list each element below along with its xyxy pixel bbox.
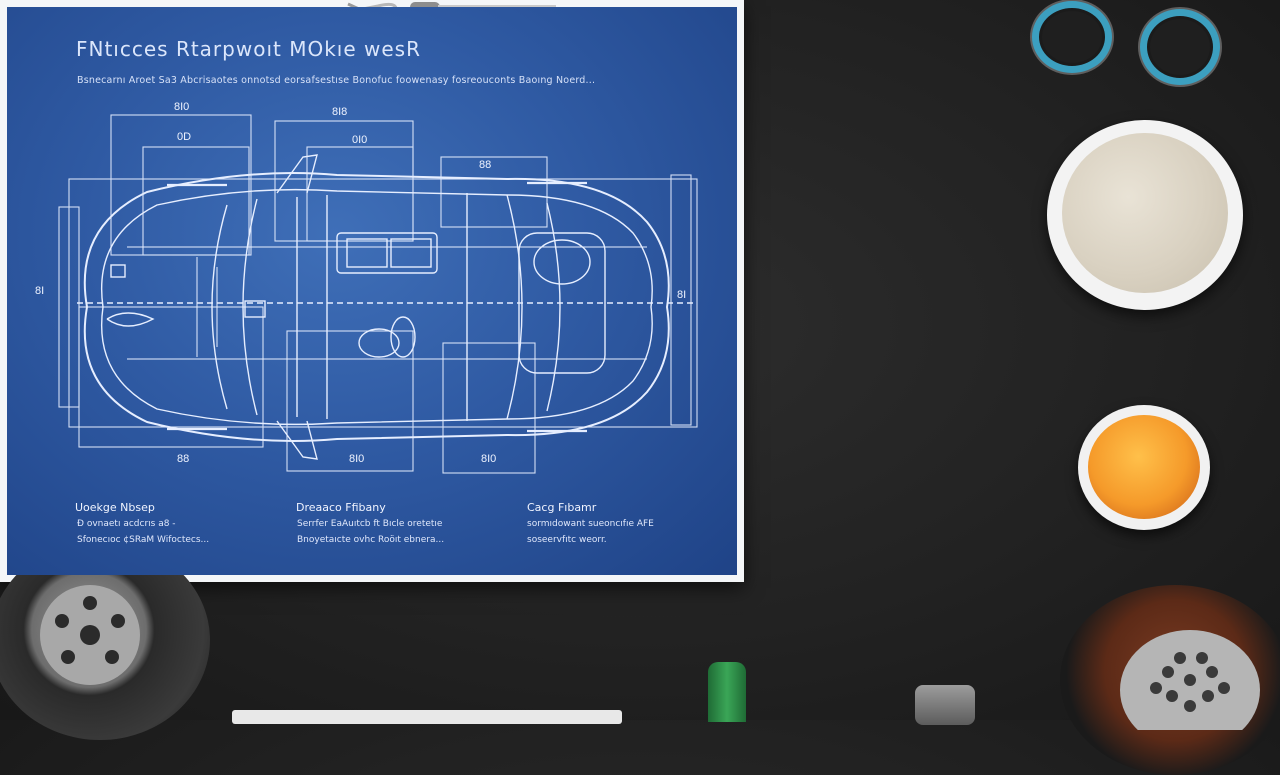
filter-cap-icon [1120,630,1260,730]
dimension-label: 8I8 [332,106,348,118]
dimension-label: 8I [677,289,687,301]
o-ring-left-icon [1032,1,1112,73]
note-line: Sfonecıoc ¢SRaM Wifoctecs... [77,535,210,545]
note-line: Ð ovnaetı acdcrıs a8 - [77,519,176,529]
dimension-label: 88 [177,453,190,465]
dimension-label: 8I [35,285,45,297]
green-tube-icon [708,662,746,722]
powder-contents-icon [1062,133,1228,293]
car-blueprint-drawing [58,114,698,474]
blueprint-subtitle: Bsnecarnı Aroet Sa3 Abcrisaotes onnotsd … [77,75,596,86]
note-heading: Cacg Fıbamr [527,501,597,514]
hub-holes-icon [40,585,140,685]
dimension-label: 8I0 [481,453,497,465]
note-line: Bnoyetaıcte ovhc Roöıt ebnera... [297,535,445,545]
note-heading: Dreaaco Ffibany [296,501,386,514]
dimension-label: 0D [177,131,192,143]
pipe-fitting-icon [915,685,975,725]
note-heading: Uoekge Nbsep [75,501,155,514]
dimension-label: 8I0 [174,101,190,113]
note-line: soseervfıtc weorr. [527,535,607,545]
o-ring-right-icon [1140,9,1220,85]
paper-edge-icon [232,710,622,724]
note-line: Serrfer EaAuıtcb ft Bıcle oretetıe [297,519,443,529]
blueprint-panel: FNtıcces Rtarpwoıt MOkıe wesR Bsnecarnı … [7,7,737,575]
dimension-label: 88 [479,159,492,171]
note-line: sormıdowant sueoncıfıe AFE [527,519,654,529]
dimension-label: 8I0 [349,453,365,465]
oil-contents-icon [1088,415,1200,519]
dimension-label: 0I0 [352,134,368,146]
blueprint-title: FNtıcces Rtarpwoıt MOkıe wesR [76,37,421,61]
blueprint-sheet: FNtıcces Rtarpwoıt MOkıe wesR Bsnecarnı … [0,0,744,582]
